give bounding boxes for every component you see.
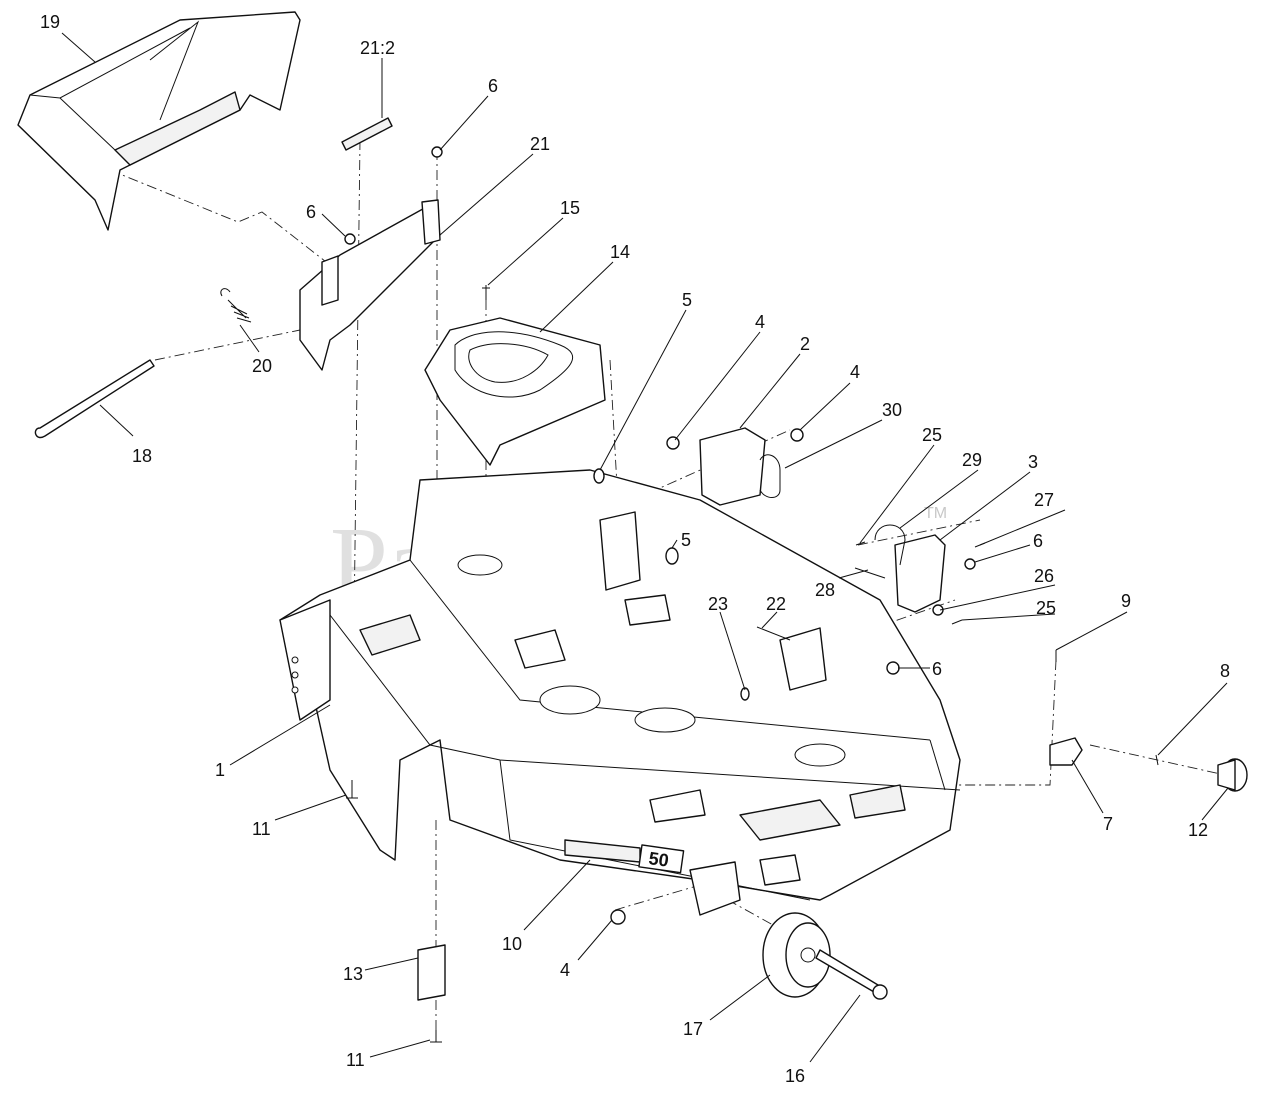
deck-bracket-right	[779, 627, 827, 691]
callout-16: 16	[785, 1066, 805, 1086]
mower-deck	[279, 469, 961, 901]
bolt-22	[756, 626, 791, 641]
screw-15	[482, 285, 490, 300]
callout-28: 28	[815, 580, 835, 600]
nut-4-left	[666, 436, 680, 450]
spindle-hole-left	[457, 554, 503, 576]
deck-size-badge: 50	[647, 848, 670, 871]
nut-4-right	[790, 428, 804, 442]
clip-25-upper	[855, 541, 866, 546]
callout-6-top: 6	[488, 76, 498, 96]
callout-6-right: 6	[1033, 531, 1043, 551]
anti-scalp-wheel	[762, 912, 831, 998]
warning-decal-right	[849, 784, 906, 819]
callout-5-top: 5	[682, 290, 692, 310]
pin-28	[854, 567, 886, 579]
pin-23	[740, 687, 750, 701]
callout-25-top: 25	[922, 425, 942, 445]
pin-5-lower	[665, 547, 679, 565]
pin-5-upper	[593, 468, 605, 484]
callout-25-bottom: 25	[1036, 598, 1056, 618]
callout-19: 19	[40, 12, 60, 32]
callout-2: 2	[800, 334, 810, 354]
callout-17: 17	[683, 1019, 703, 1039]
callout-10: 10	[502, 934, 522, 954]
nut-upper-left	[344, 233, 356, 245]
callout-11-upper: 11	[252, 819, 271, 839]
grease-fitting	[1049, 737, 1083, 766]
callout-21: 21	[530, 134, 550, 154]
watermark-trademark: TM	[924, 505, 947, 522]
callout-7: 7	[1103, 814, 1113, 834]
hitch-pin-30	[759, 454, 781, 498]
hanger-bracket-2	[699, 427, 766, 506]
callout-4-left: 4	[755, 312, 765, 332]
hydraulic-cap	[1217, 758, 1248, 792]
callout-26: 26	[1034, 566, 1054, 586]
nut-6-mid	[886, 661, 900, 675]
nut-6-right	[964, 558, 976, 570]
nut-upper-right	[431, 146, 443, 158]
wheel-bracket	[689, 861, 741, 916]
callout-4-bottom: 4	[560, 960, 570, 980]
callout-3: 3	[1028, 452, 1038, 472]
callout-8: 8	[1220, 661, 1230, 681]
belt-cover	[424, 317, 606, 466]
seal-ring	[1155, 754, 1159, 766]
callout-18: 18	[132, 446, 152, 466]
chute-bracket	[299, 199, 441, 371]
callout-14: 14	[610, 242, 630, 262]
callout-20: 20	[252, 356, 272, 376]
torsion-spring	[220, 288, 252, 323]
callout-23: 23	[708, 594, 728, 614]
model-decal: 50	[564, 839, 685, 874]
discharge-chute	[17, 11, 301, 231]
screw-11-upper	[346, 780, 358, 799]
hanger-bracket-3	[894, 534, 946, 613]
callout-9: 9	[1121, 591, 1131, 611]
spindle-hole-right	[794, 743, 846, 767]
lower-bracket	[417, 944, 446, 1001]
callout-12: 12	[1188, 820, 1208, 840]
callout-27: 27	[1034, 490, 1054, 510]
warning-decal-left	[359, 614, 421, 656]
callouts: 19 21:2 6 21 6 15 14 20 18 5 4 2 4 30 25…	[40, 12, 1230, 1086]
callout-22: 22	[766, 594, 786, 614]
callout-5-bottom: 5	[681, 530, 691, 550]
clip-25-lower	[951, 619, 963, 625]
callout-21-2: 21:2	[360, 38, 395, 58]
screw-11-lower	[430, 1030, 442, 1043]
leader-lines	[61, 32, 1229, 1063]
deck-bracket-left	[599, 511, 641, 591]
washer-26	[932, 604, 944, 616]
chute-rod	[34, 359, 155, 439]
callout-11-lower: 11	[346, 1050, 365, 1070]
callout-1: 1	[215, 760, 225, 780]
callout-15: 15	[560, 198, 580, 218]
decal-strip	[341, 117, 393, 151]
callout-6-bracket: 6	[306, 202, 316, 222]
hitch-pin-29	[874, 524, 906, 566]
deck-logo-decal	[739, 799, 841, 841]
spindle-hole-center	[539, 685, 601, 715]
callout-13: 13	[343, 964, 363, 984]
nut-4-lower	[610, 909, 626, 925]
callout-4-right: 4	[850, 362, 860, 382]
callout-30: 30	[882, 400, 902, 420]
callout-29: 29	[962, 450, 982, 470]
callout-6-mid: 6	[932, 659, 942, 679]
